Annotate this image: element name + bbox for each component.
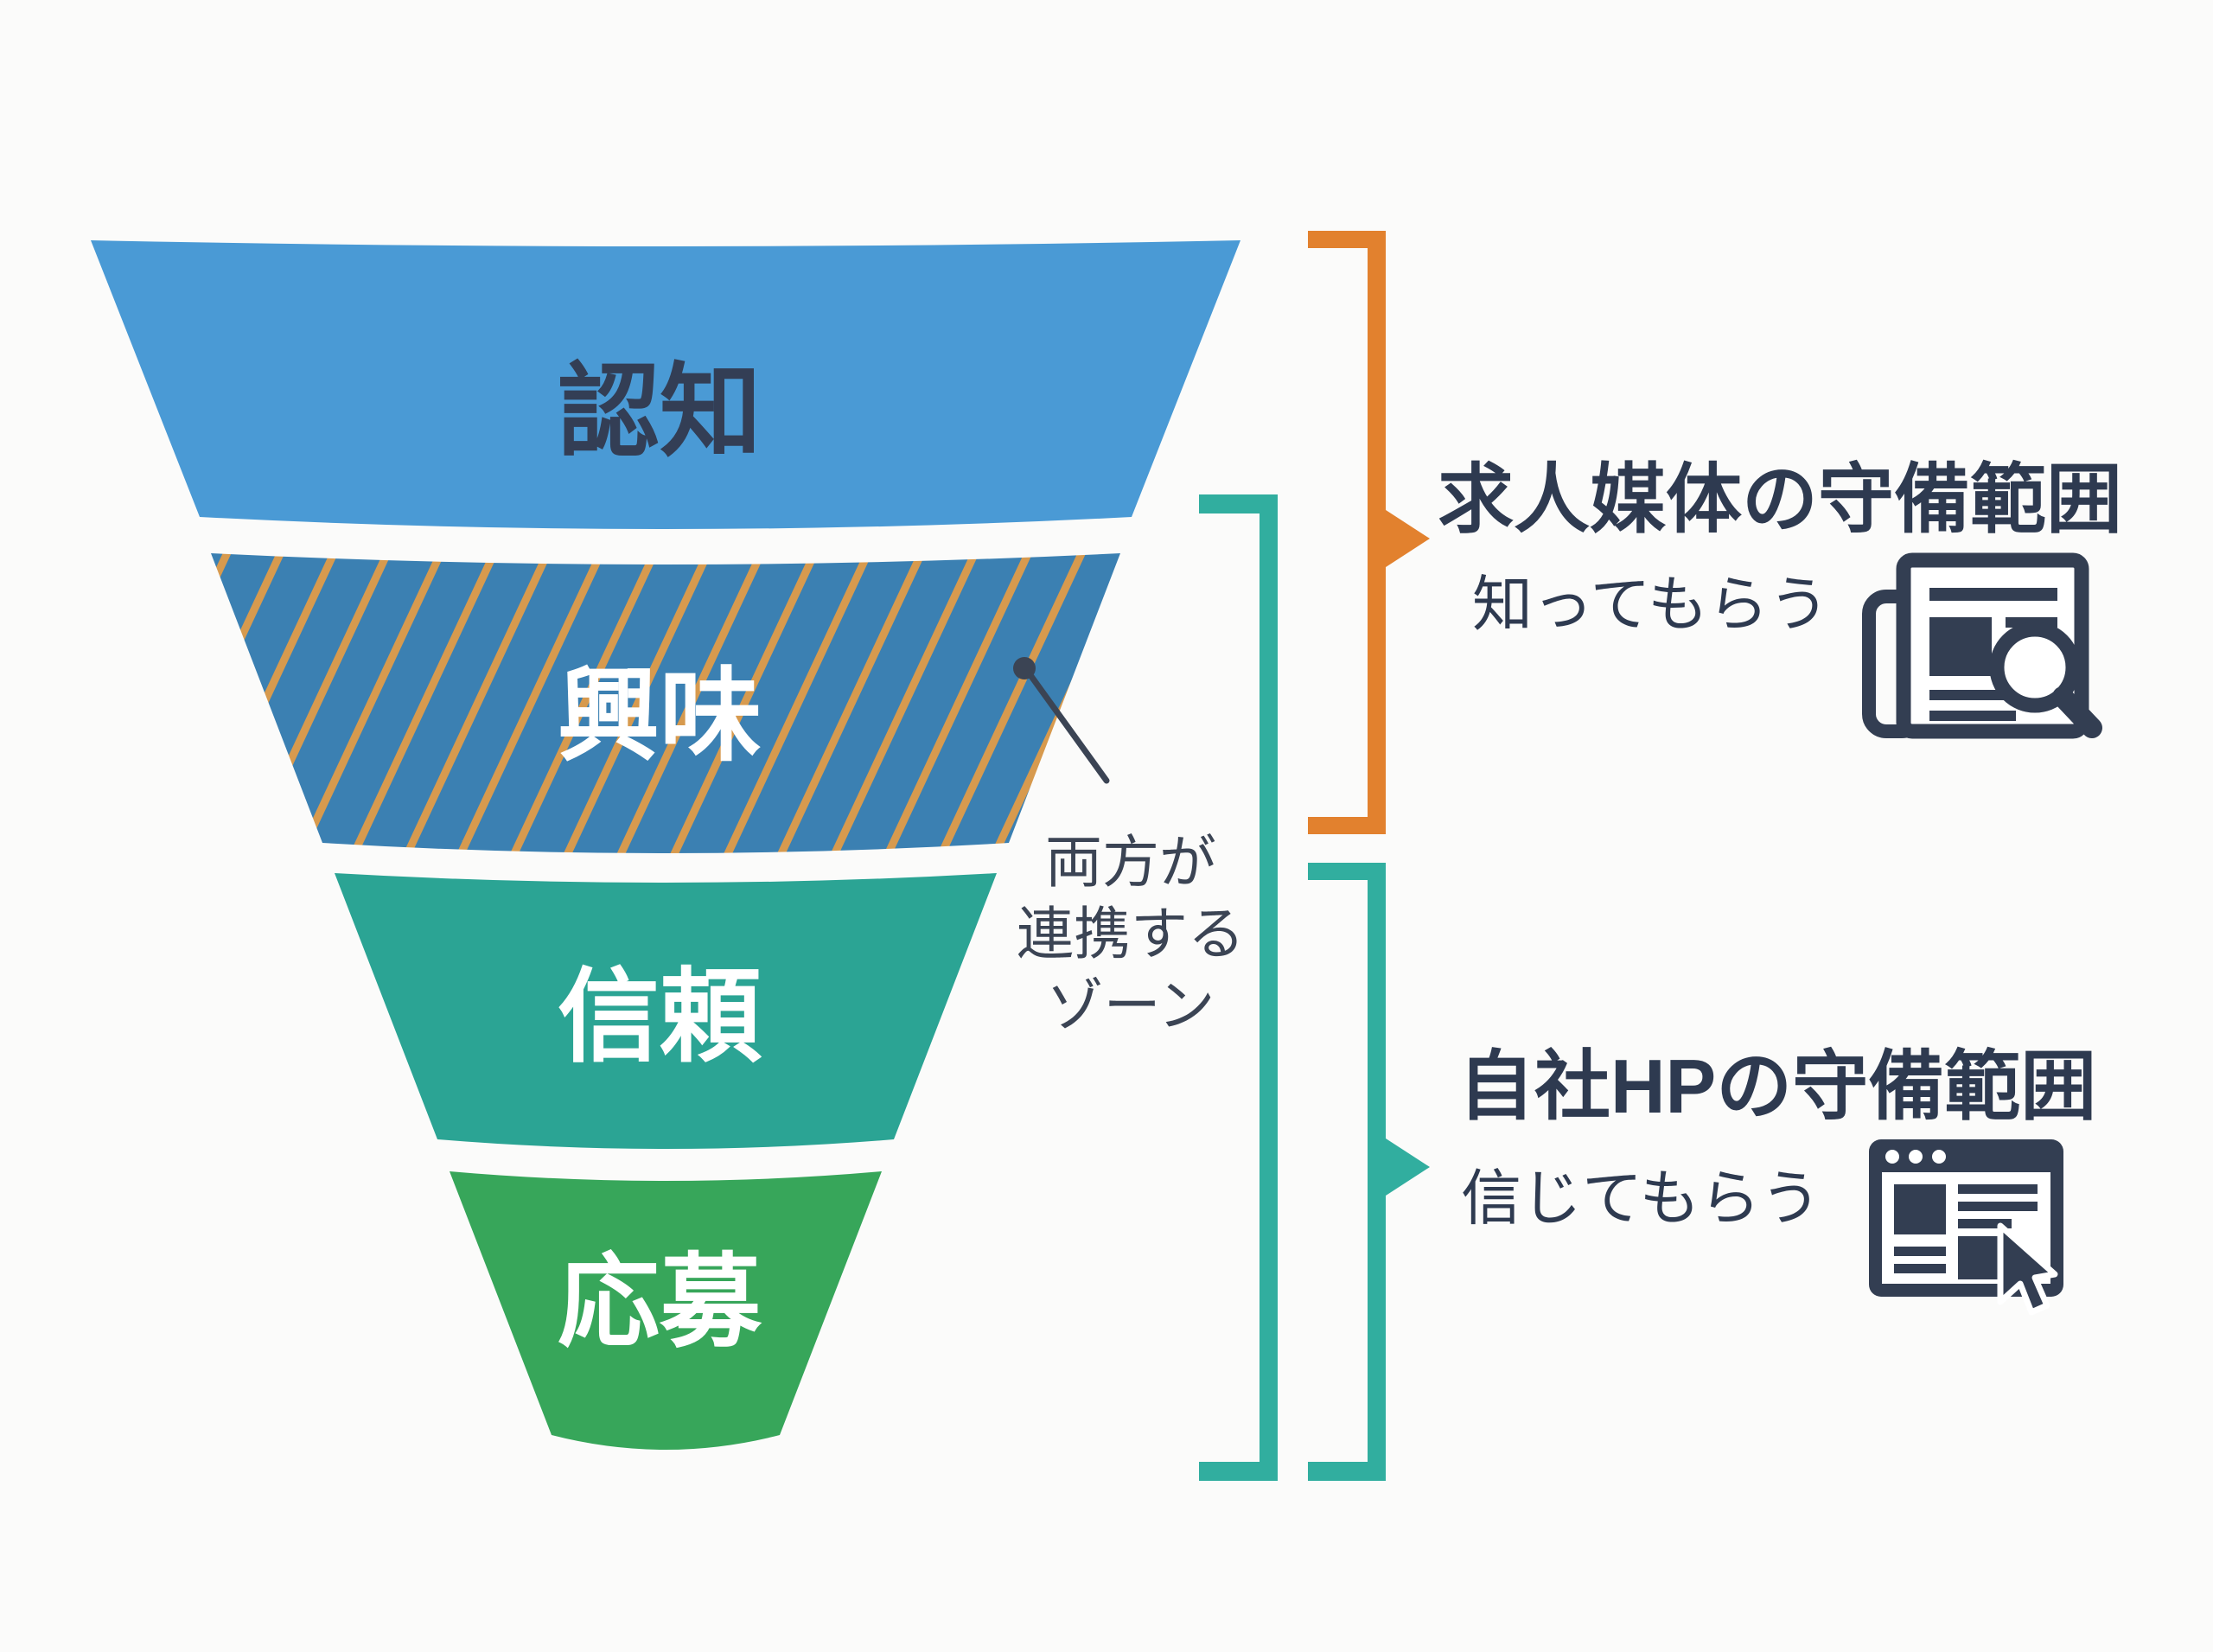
callout-line xyxy=(1027,672,1110,784)
browser-dot xyxy=(1909,1150,1923,1164)
browser-line xyxy=(1894,1247,1946,1256)
cursor-arrow-icon xyxy=(1997,1222,2058,1316)
bracket-jobmedia-arrow xyxy=(1383,508,1430,569)
browser-cursor-icon xyxy=(1869,1139,2063,1316)
magnifier-glass xyxy=(1989,622,2081,713)
funnel-stage-interest-label: 興味 xyxy=(558,660,762,774)
bracket-ownhp xyxy=(1308,863,1430,1481)
jobmedia-subtext: 知ってもらう xyxy=(1472,571,1829,638)
newspaper-image-block xyxy=(1929,617,1992,676)
bracket-overlap-vertical xyxy=(1260,494,1278,1481)
magnifier-handle xyxy=(2052,686,2102,738)
jobmedia-heading: 求人媒体の守備範囲 xyxy=(1438,456,2122,542)
browser-line xyxy=(1958,1219,2012,1228)
bracket-ownhp-bottom-arm xyxy=(1308,1462,1386,1481)
funnel-stage-awareness xyxy=(91,240,1240,529)
funnel-stage-awareness-label: 認知 xyxy=(558,355,762,469)
newspaper-search-icon xyxy=(1862,552,2102,739)
browser-line xyxy=(1958,1184,2038,1194)
funnel-stage-application-label: 応募 xyxy=(558,1246,762,1360)
browser-dot xyxy=(1885,1150,1899,1164)
newspaper-line xyxy=(1929,711,2016,721)
newspaper-headline xyxy=(1929,588,2057,601)
bracket-jobmedia-top-arm xyxy=(1308,231,1386,248)
overlap-callout: 両方が 連携する ゾーン xyxy=(1013,657,1245,1037)
jobmedia-panel: 求人媒体の守備範囲 知ってもらう xyxy=(1438,456,2122,739)
funnel-stage-trust-label: 信頼 xyxy=(558,960,762,1075)
bracket-ownhp-vertical xyxy=(1368,863,1386,1481)
bracket-jobmedia-vertical xyxy=(1368,231,1386,834)
callout-text-line-1: 両方が xyxy=(1045,830,1216,894)
bracket-overlap-span xyxy=(1199,494,1278,1481)
funnel-stage-interest xyxy=(211,553,1120,853)
bracket-ownhp-arrow xyxy=(1383,1137,1430,1197)
ownhp-heading: 自社HPの守備範囲 xyxy=(1458,1043,2096,1129)
callout-text-line-2: 連携する xyxy=(1017,902,1245,966)
bracket-jobmedia-bottom-arm xyxy=(1308,817,1386,834)
browser-line xyxy=(1958,1202,2038,1211)
funnel-stage-trust xyxy=(335,873,997,1149)
ownhp-subtext: 信じてもらう xyxy=(1461,1164,1821,1232)
callout-text-line-3: ゾーン xyxy=(1047,973,1215,1037)
funnel-stage-application xyxy=(450,1171,882,1450)
bracket-overlap-top-arm xyxy=(1199,494,1278,513)
browser-line xyxy=(1894,1264,1946,1273)
bracket-jobmedia xyxy=(1308,231,1430,834)
bracket-ownhp-top-arm xyxy=(1308,863,1386,880)
browser-content-block xyxy=(1958,1236,2003,1279)
browser-image-block xyxy=(1894,1184,1946,1234)
ownhp-panel: 自社HPの守備範囲 信じてもらう xyxy=(1458,1043,2096,1316)
bracket-overlap-bottom-arm xyxy=(1199,1462,1278,1481)
browser-dot xyxy=(1932,1150,1946,1164)
